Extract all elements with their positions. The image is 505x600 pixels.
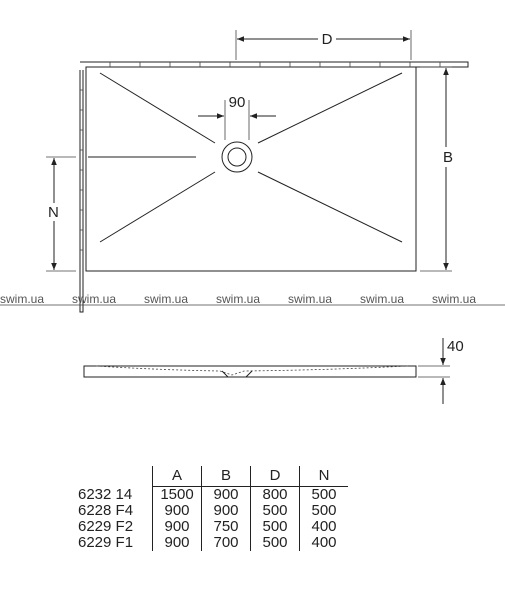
drain-outer: [221, 141, 253, 173]
top-edge-strip: [80, 61, 469, 68]
model-code: 6229 F1: [78, 534, 134, 551]
groove-bottom-right: [257, 171, 403, 243]
table-cell: 800: [250, 486, 300, 503]
table-cell: 500: [299, 503, 348, 519]
table-header-cell: D: [250, 466, 300, 487]
table-row: 6228 F4 900 900 500 500: [78, 503, 348, 519]
table-cell: 400: [299, 519, 348, 535]
model-code: 6228 F4: [78, 502, 134, 519]
dimension-N-label: N: [48, 204, 59, 221]
drain-inner: [227, 147, 247, 167]
watermark-text: swim.ua: [72, 292, 116, 306]
table-cell: 750: [201, 519, 251, 535]
table-header-cell: A: [152, 466, 202, 487]
watermark-text: swim.ua: [216, 292, 260, 306]
model-code: 6229 F2: [78, 518, 134, 535]
table-row: 6229 F2 900 750 500 400: [78, 519, 348, 535]
table-row: 6229 F1 900 700 500 400: [78, 535, 348, 551]
watermark-text: swim.ua: [144, 292, 188, 306]
table-cell: 1500: [152, 486, 202, 503]
top-view: 90 D B N: [46, 30, 469, 313]
height-dimension-label: 40: [447, 338, 464, 355]
table-header-cell: [78, 466, 153, 487]
groove-top-left: [99, 72, 216, 144]
groove-top-right: [257, 72, 403, 144]
tray-profile: [83, 365, 417, 378]
model-code: 6232 14: [78, 485, 133, 503]
table-cell: 500: [250, 503, 300, 519]
table-cell: 500: [250, 519, 300, 535]
table-row: 6232 14 1500 900 800 500: [78, 485, 348, 503]
table-header-cell: B: [201, 466, 251, 487]
dimension-D-label: D: [322, 31, 333, 48]
table-cell: 900: [201, 503, 251, 519]
watermark-text: swim.ua: [432, 292, 476, 306]
watermark-text: swim.ua: [360, 292, 404, 306]
drain-dimension-label: 90: [229, 94, 246, 111]
table-cell: 900: [152, 503, 202, 519]
table-cell: 700: [201, 535, 251, 551]
watermark-text: swim.ua: [0, 292, 44, 306]
table-cell: 900: [201, 486, 251, 503]
table-header-cell: N: [299, 466, 348, 487]
table-cell: 500: [299, 486, 348, 503]
table-cell: 500: [250, 535, 300, 551]
side-view: 40: [83, 338, 464, 404]
table-cell: 900: [152, 535, 202, 551]
watermark-row: swim.ua swim.ua swim.ua swim.ua swim.ua …: [0, 292, 505, 306]
table-cell: 900: [152, 519, 202, 535]
table-header-row: A B D N: [78, 466, 348, 487]
left-edge-strip: [79, 70, 84, 313]
watermark-text: swim.ua: [288, 292, 332, 306]
tray-outline: [85, 66, 417, 272]
dimension-B-label: B: [443, 149, 453, 166]
dimensions-table: A B D N 6232 14 1500 900 800 500 6228 F4…: [78, 466, 348, 551]
groove-bottom-left: [99, 171, 216, 243]
table-cell: 400: [299, 535, 348, 551]
